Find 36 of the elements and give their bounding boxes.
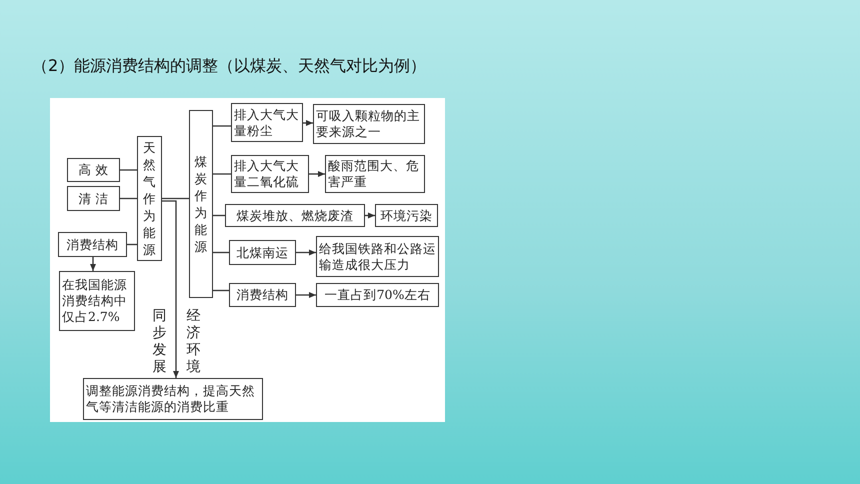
note-box: 在我国能源消费结构中仅占2.7% xyxy=(59,271,135,331)
energy-box: 天然气作为能源 xyxy=(137,136,162,261)
arrow xyxy=(296,292,316,298)
cause-box: 煤炭堆放、燃烧废渣 xyxy=(225,204,365,227)
connector-line xyxy=(120,198,137,200)
arrow xyxy=(162,200,179,378)
connector-line xyxy=(120,169,137,171)
arrow xyxy=(303,120,313,126)
category-box: 消费结构 xyxy=(58,232,127,257)
effect-box: 一直占到70%左右 xyxy=(316,283,439,307)
heading: （2）能源消费结构的调整（以煤炭、天然气对比为例） xyxy=(32,56,426,77)
quality-box: 清 洁 xyxy=(67,186,120,211)
arrow xyxy=(296,250,316,256)
side-label: 经济环境 xyxy=(186,308,201,376)
connector-line xyxy=(127,244,137,246)
effect-box: 可吸入颗粒物的主要来源之一 xyxy=(313,104,425,144)
connector-line xyxy=(213,252,229,254)
arrow xyxy=(309,171,325,177)
arrow xyxy=(365,212,375,218)
arrow xyxy=(90,257,96,271)
energy-box: 煤炭作为能源 xyxy=(189,110,213,298)
effect-box: 酸雨范围大、危害严重 xyxy=(325,155,425,193)
cause-box: 消费结构 xyxy=(229,283,296,307)
connector-line xyxy=(213,125,231,127)
cause-box: 排入大气大量粉尘 xyxy=(231,103,303,142)
connector-line xyxy=(213,214,225,216)
effect-box: 给我国铁路和公路运输造成很大压力 xyxy=(316,236,439,277)
side-label: 同步发展 xyxy=(152,308,167,376)
effect-box: 环境污染 xyxy=(375,204,438,227)
quality-box: 高 效 xyxy=(67,158,120,182)
connector-line xyxy=(213,173,231,175)
cause-box: 北煤南运 xyxy=(229,240,296,265)
connector-line xyxy=(213,290,229,292)
connector-line xyxy=(162,198,189,200)
conclusion-box: 调整能源消费结构，提高天然气等清洁能源的消费比重 xyxy=(83,378,263,420)
cause-box: 排入大气大量二氧化硫 xyxy=(231,155,309,193)
